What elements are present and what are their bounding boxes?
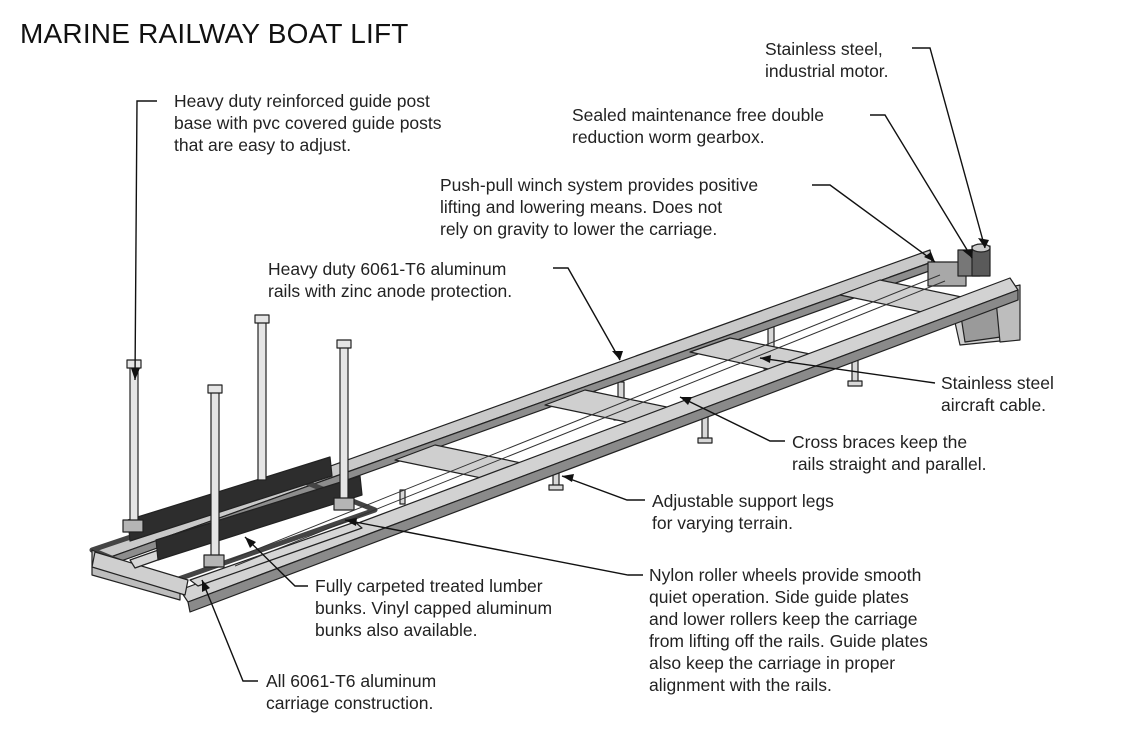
leader-lines [134,47,986,682]
callout-line: Cross braces keep the [792,432,968,452]
motor-callout: Stainless steel, industrial motor. [765,38,889,82]
front-rail [179,277,1019,613]
guide-posts [126,314,352,561]
guide-post-bases [122,497,355,568]
cable-callout: Stainless steel aircraft cable. [941,372,1054,416]
callout-line: rails with zinc anode protection. [268,281,513,301]
arrowheads [131,238,989,592]
callout-line: quiet operation. Side guide plates [649,587,909,607]
callout-line: Sealed maintenance free double [572,105,824,125]
callout-line: rely on gravity to lower the carriage. [440,219,718,239]
callout-line: reduction worm gearbox. [572,127,765,147]
bunks [127,456,363,561]
support-legs-callout: Adjustable support legs for varying terr… [652,490,834,534]
winch-callout: Push-pull winch system provides positive… [440,174,758,240]
rollers-callout: Nylon roller wheels provide smooth quiet… [649,564,928,696]
callout-line: for varying terrain. [652,513,794,533]
callout-line: All 6061-T6 aluminum [266,671,437,691]
callout-line: bunks. Vinyl capped aluminum [315,598,553,618]
callout-line: base with pvc covered guide posts [174,113,442,133]
callout-line: Heavy duty reinforced guide post [174,91,430,111]
callout-line: bunks also available. [315,620,478,640]
cables [229,274,946,567]
guide-post-callout: Heavy duty reinforced guide post base wi… [174,90,442,156]
callout-line: from lifting off the rails. Guide plates [649,631,928,651]
callout-line: Heavy duty 6061-T6 aluminum [268,259,507,279]
carriage-callout: All 6061-T6 aluminum carriage constructi… [266,670,436,714]
callout-line: lifting and lowering means. Does not [440,197,723,217]
callout-line: Nylon roller wheels provide smooth [649,565,922,585]
callout-line: rails straight and parallel. [792,454,987,474]
callout-line: alignment with the rails. [649,675,832,695]
callout-line: Stainless steel [941,373,1054,393]
rails-callout: Heavy duty 6061-T6 aluminum rails with z… [268,258,512,302]
callout-line: industrial motor. [765,61,889,81]
callout-line: Stainless steel, [765,39,883,59]
cross-braces-callout: Cross braces keep the rails straight and… [792,431,987,475]
callout-line: that are easy to adjust. [174,135,352,155]
callout-line: Adjustable support legs [652,491,834,511]
callout-line: aircraft cable. [941,395,1047,415]
callout-line: also keep the carriage in proper [649,653,896,673]
bunks-callout: Fully carpeted treated lumber bunks. Vin… [315,575,552,641]
winch-assembly [927,243,991,287]
callout-line: Push-pull winch system provides positive [440,175,759,195]
callout-line: Fully carpeted treated lumber [315,576,543,596]
callout-line: carriage construction. [266,693,434,713]
page-title: MARINE RAILWAY BOAT LIFT [20,18,409,49]
callout-line: and lower rollers keep the carriage [649,609,918,629]
gearbox-callout: Sealed maintenance free double reduction… [572,104,824,148]
